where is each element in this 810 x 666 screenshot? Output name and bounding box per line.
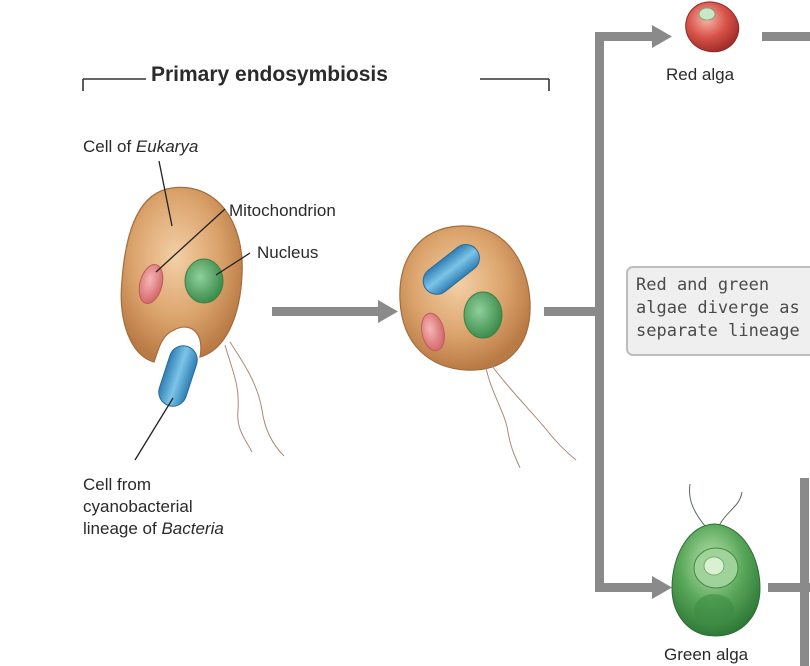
label-red-alga: Red alga — [666, 65, 735, 84]
note-line-2: algae diverge as — [636, 298, 800, 318]
label-cyanobacterium: Cell from cyanobacterial lineage of Bact… — [83, 475, 224, 538]
mitochondrion-shape — [138, 263, 164, 305]
annotation-note: Red and green algae diverge as separate … — [626, 266, 810, 356]
title-bracket — [82, 78, 550, 91]
leader-lines — [134, 160, 251, 461]
cyanobacterium — [158, 345, 198, 407]
note-line-3: separate lineage — [636, 321, 800, 341]
nucleus-shape — [184, 258, 224, 304]
label-mitochondrion: Mitochondrion — [229, 201, 336, 220]
branch-arrows — [544, 25, 810, 666]
host-flagellum-1 — [224, 344, 253, 453]
host-flagellum-2 — [229, 341, 285, 457]
note-line-1: Red and green — [636, 275, 770, 295]
diagram-title: Primary endosymbiosis — [151, 63, 388, 86]
green-alga — [671, 483, 761, 637]
label-green-alga: Green alga — [664, 645, 749, 664]
red-alga — [685, 1, 740, 53]
arrow-engulfment — [272, 300, 398, 323]
host-eukaryote-cell — [120, 186, 285, 457]
label-nucleus: Nucleus — [257, 243, 319, 262]
merged-cell — [399, 225, 577, 469]
label-cell-of-eukarya: Cell of Eukarya — [83, 137, 199, 156]
